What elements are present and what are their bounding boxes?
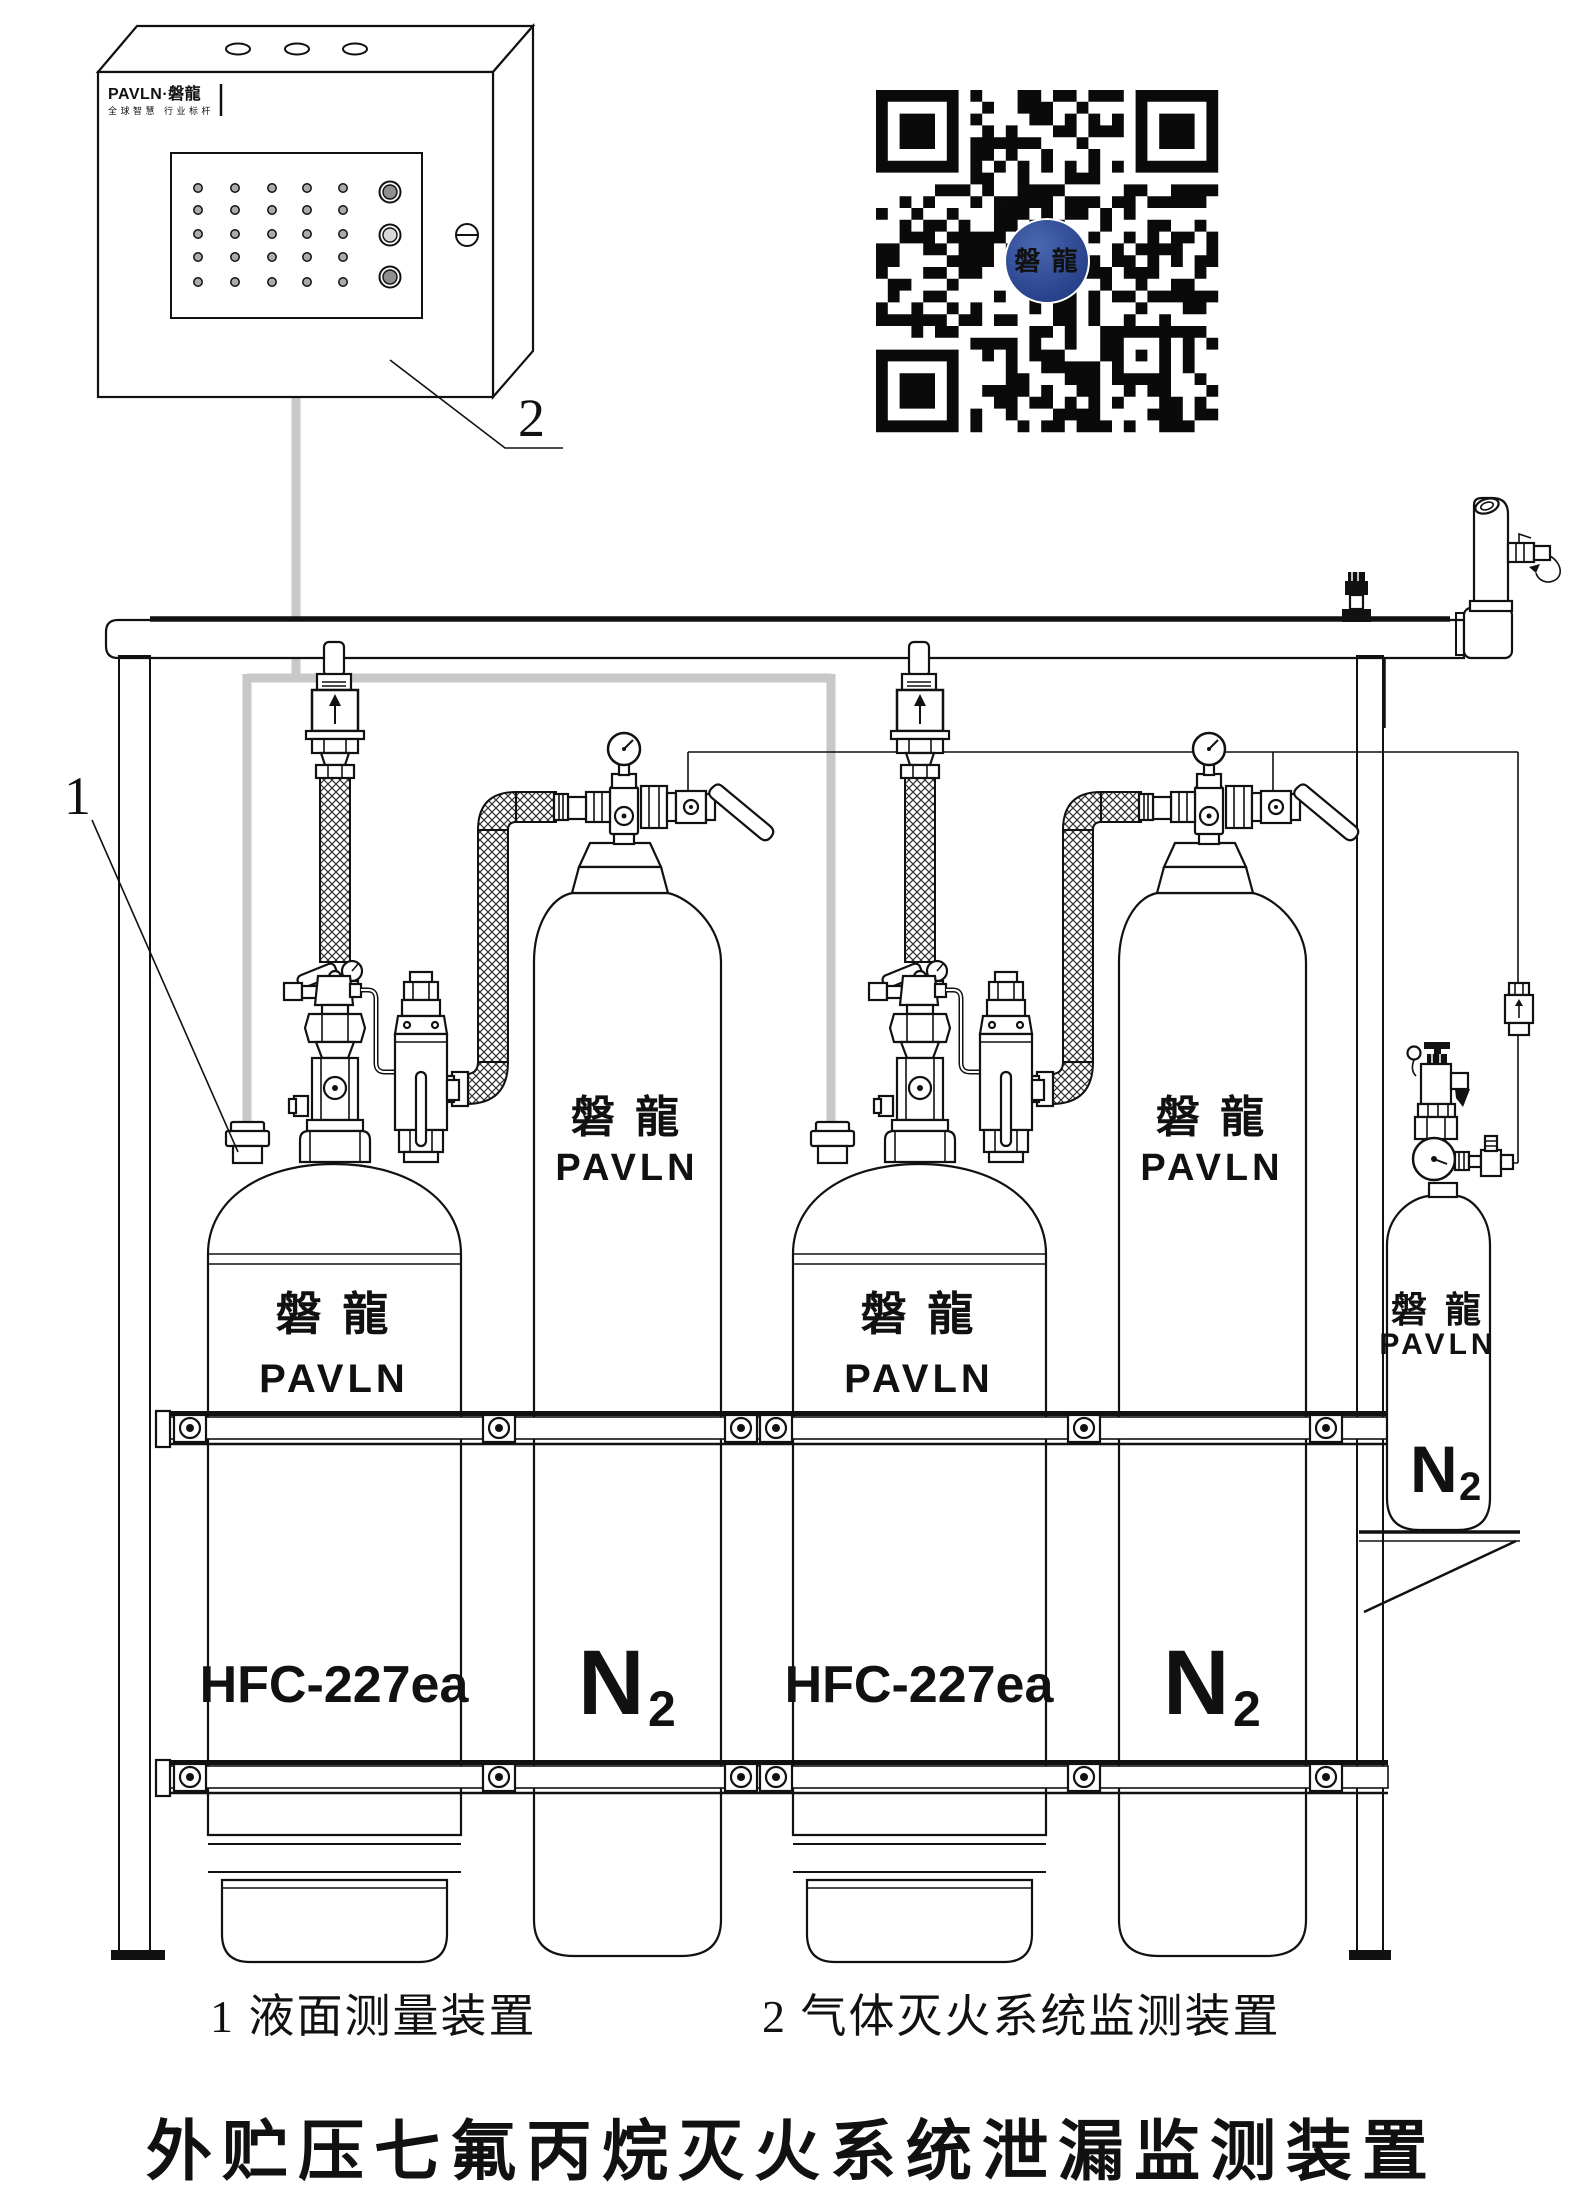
qr-code: 磐 龍 [876,90,1219,433]
safety-valve [1342,572,1371,622]
panel-front-face [96,70,495,399]
n2-label: N [1410,1432,1458,1506]
test-port-fitting [1506,532,1561,583]
n2-label-sub: 2 [1459,1465,1481,1509]
rack-frame [111,655,1391,1960]
control-panel: PAVLN·磐龍 全球智慧 行业标杆 [95,23,536,400]
callout-1-leader [91,819,239,1153]
led-grid [193,183,348,287]
pipe-opening [1474,497,1500,515]
callout-2: 2 [389,359,563,449]
pilot-shelf [1359,1530,1520,1614]
left-foot [111,1950,165,1960]
cylinder-brand-en: PAVLN [1379,1328,1496,1361]
callout-2-leader [389,359,563,449]
callout-2-number: 2 [518,388,545,448]
pilot-n2-cylinder: 磐 龍 PAVLN N 2 [1359,1042,1520,1614]
diagram-title: 外贮压七氟丙烷灭火系统泄漏监测装置 [146,2114,1438,2188]
qr-logo-badge [1004,218,1090,304]
callout-1-number: 1 [64,766,91,826]
cylinder-brand-cn: 磐 龍 [1391,1289,1485,1330]
callout-1: 1 [64,766,239,1153]
panel-tagline: 全球智慧 行业标杆 [108,105,214,116]
knockout-hole [284,42,310,56]
knockout-hole [225,42,251,56]
knockout-hole [342,42,368,56]
panel-buttons[interactable] [378,180,402,289]
led-panel [170,152,423,319]
arrow-icon [1529,564,1540,573]
pressure-regulator [1406,1042,1515,1182]
manifold-pipe [104,616,1466,660]
line-check-valve [1503,981,1535,1037]
caption-item2: 2 气体灭火系统监测装置 [762,1991,1281,2042]
monitoring-line [687,751,1535,1164]
panel-logo: PAVLN·磐龍 [108,84,201,103]
right-foot [1349,1950,1391,1960]
pilot-cylinder-body [1385,1194,1492,1532]
qr-logo-text: 磐 龍 [1014,246,1079,276]
panel-side-face [491,23,535,400]
caption-item1: 1 液面测量装置 [210,1991,537,2042]
discharge-pipe [1342,496,1561,660]
shelf-brace [1363,1539,1517,1614]
panel-top-face [95,24,536,74]
elbow [1462,606,1514,660]
signal-cable [242,397,836,1124]
